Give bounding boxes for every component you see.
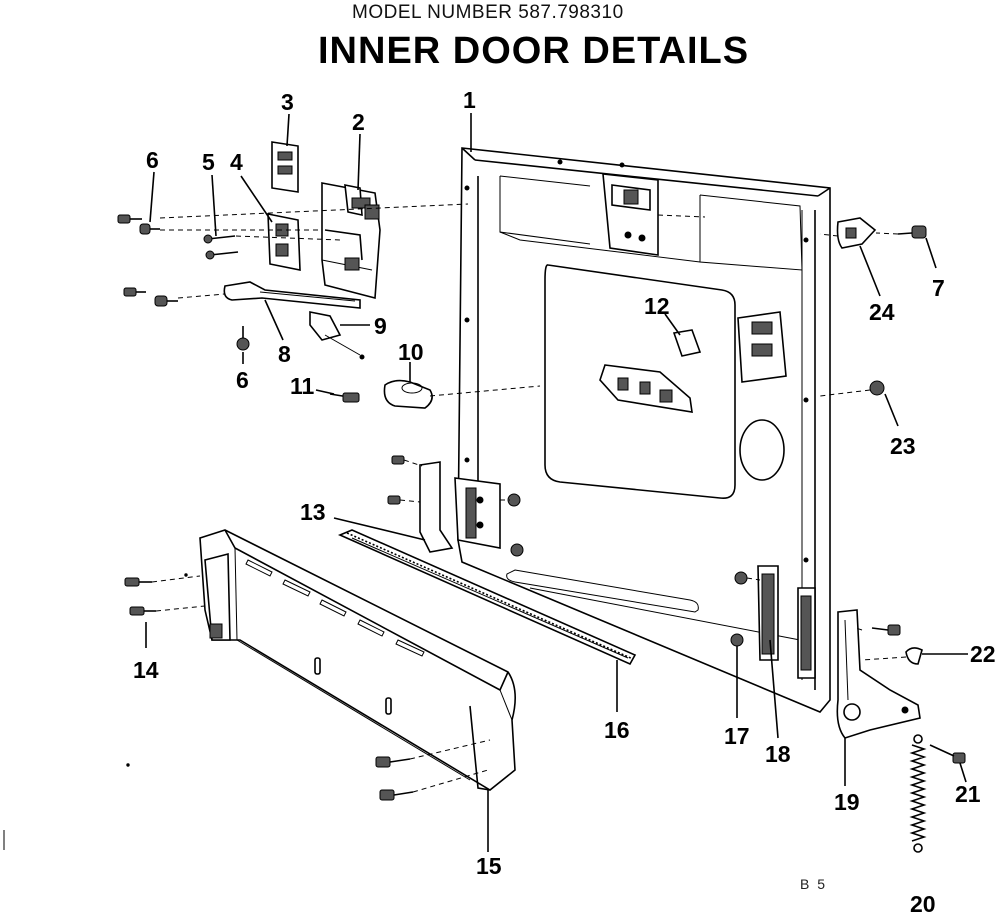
callout-15: 15 <box>476 853 502 879</box>
door-spring <box>909 734 927 853</box>
callout-12: 12 <box>644 293 670 319</box>
stray-dot <box>184 573 188 577</box>
latch-assembly <box>223 141 433 409</box>
callout-20: 20 <box>910 891 936 917</box>
callout-21: 21 <box>955 781 981 807</box>
alignment-lines <box>151 203 907 793</box>
callout-17: 17 <box>724 723 750 749</box>
callout-14: 14 <box>133 657 159 683</box>
lower-door-panel <box>199 529 516 791</box>
callout-6-top: 6 <box>146 147 159 173</box>
callout-labels: 1 2 3 4 5 6 6 7 8 9 10 11 12 13 14 15 16… <box>133 87 996 917</box>
stray-dot <box>126 763 130 767</box>
callout-22: 22 <box>970 641 996 667</box>
callout-1: 1 <box>463 87 476 113</box>
page-code: B 5 <box>800 876 828 892</box>
right-hinge-bracket <box>757 565 816 679</box>
callout-18: 18 <box>765 741 791 767</box>
callout-8: 8 <box>278 341 291 367</box>
detergent-dispenser-parts <box>599 311 787 413</box>
callout-9: 9 <box>374 313 387 339</box>
door-gasket-strip <box>337 529 637 666</box>
callout-23: 23 <box>890 433 916 459</box>
leader-lines <box>145 113 968 852</box>
callout-13: 13 <box>300 499 326 525</box>
screws <box>117 214 966 801</box>
callout-16: 16 <box>604 717 630 743</box>
callout-2: 2 <box>352 109 365 135</box>
door-arm <box>836 609 921 739</box>
callout-19: 19 <box>834 789 860 815</box>
callout-5: 5 <box>202 149 215 175</box>
callout-4: 4 <box>230 149 243 175</box>
left-hinge-bracket <box>419 461 501 553</box>
callout-10: 10 <box>398 339 424 365</box>
callout-11: 11 <box>290 373 315 399</box>
callout-24: 24 <box>869 299 895 325</box>
callout-7: 7 <box>932 275 945 301</box>
callout-6-bottom: 6 <box>236 367 249 393</box>
page-title: INNER DOOR DETAILS <box>318 30 750 72</box>
model-number: MODEL NUMBER 587.798310 <box>352 2 624 23</box>
callout-3: 3 <box>281 89 294 115</box>
latch-strike-bracket <box>602 173 659 256</box>
door-clip <box>836 217 877 249</box>
